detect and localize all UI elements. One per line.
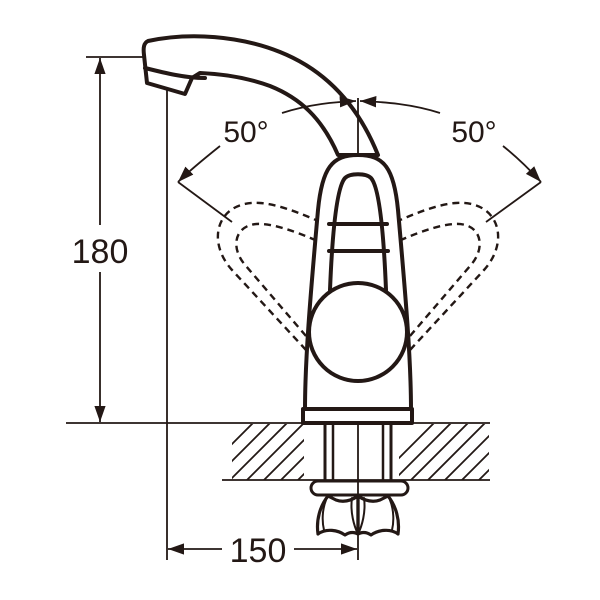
reach-value: 150 — [230, 532, 287, 570]
mounting-nut — [309, 479, 410, 497]
countertop-section — [66, 422, 490, 481]
base-plate — [301, 407, 414, 425]
supply-hoses — [315, 494, 401, 537]
angle-dimension-right: 50° — [359, 95, 542, 223]
angle-left-value: 50° — [223, 116, 268, 149]
angle-right-value: 50° — [451, 116, 496, 149]
height-value: 180 — [72, 233, 129, 271]
hatch-left — [232, 424, 304, 480]
reach-dimension: 150 — [168, 532, 357, 570]
shank — [323, 422, 393, 484]
height-dimension: 180 — [72, 58, 129, 422]
hatch-right — [399, 424, 489, 480]
spout — [141, 34, 380, 157]
angle-dimension-left: 50° — [177, 96, 357, 223]
lever-handle — [307, 281, 409, 383]
